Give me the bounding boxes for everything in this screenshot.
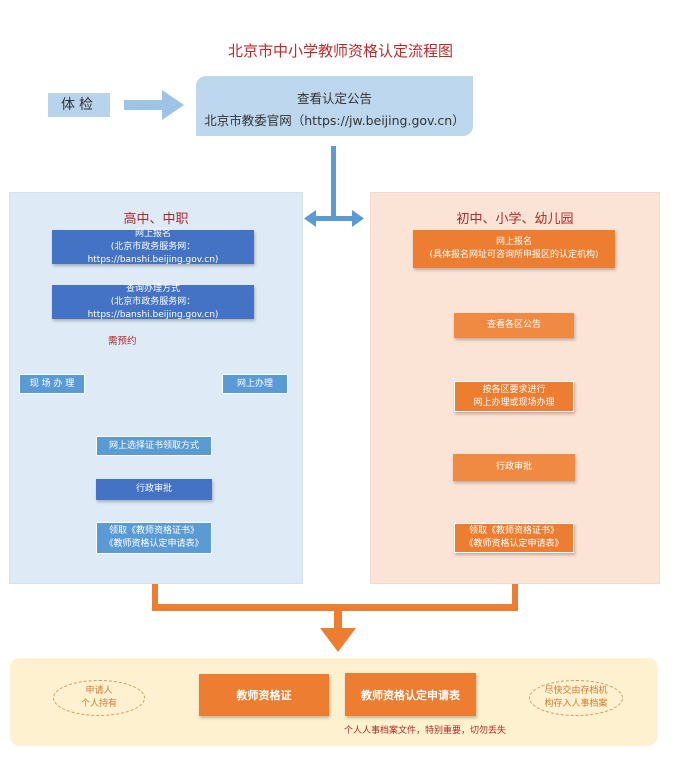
right-step-collect-documents: 领取《教师资格证书》 《教师资格认定申请表》 — [454, 523, 574, 553]
step-sublabel: 网上办理或现场办理 — [473, 397, 555, 408]
physical-exam-box: 体检 — [48, 93, 110, 117]
notice-website: 北京市教委官网（https://jw.beijing.gov.cn） — [204, 113, 465, 128]
left-branch-onsite: 现 场 办 理 — [19, 374, 85, 394]
step-label: 网上报名 — [495, 237, 532, 247]
archive-warning: 个人人事档案文件，特别重要，切勿丢失 — [344, 726, 507, 736]
right-step-district-process: 按各区要求进行 网上办理或现场办理 — [454, 381, 574, 412]
page-title: 北京市中小学教师资格认定流程图 — [227, 42, 453, 60]
ellipse-line: 构存入人事档案 — [544, 699, 608, 709]
archive-ellipse: 尽快交由存档机 构存入人事档案 — [529, 680, 623, 716]
step-label: 按各区要求进行 — [482, 384, 546, 395]
step-sublabel: (北京市政务服务网：https://banshi.beijing.gov.cn) — [87, 241, 219, 265]
appointment-note: 需预约 — [108, 336, 137, 347]
teacher-certificate-box: 教师资格证 — [199, 674, 329, 716]
ellipse-line: 申请人 — [85, 686, 113, 696]
left-step-online-registration: 网上报名 (北京市政务服务网：https://banshi.beijing.go… — [52, 228, 254, 265]
right-step-online-registration: 网上报名 (具体报名网址可咨询所申报区的认定机构) — [413, 230, 615, 268]
application-form-box: 教师资格认定申请表 — [345, 673, 476, 716]
step-label: 查询办理方式 — [125, 283, 180, 294]
left-step-collect-documents: 领取《教师资格证书》 《教师资格认定申请表》 — [96, 522, 212, 554]
step-sublabel: (具体报名网址可咨询所申报区的认定机构) — [429, 250, 599, 260]
step-sublabel: (北京市政务服务网：https://banshi.beijing.gov.cn) — [87, 296, 219, 320]
arrow-start-to-notice — [124, 90, 184, 120]
step-label: 领取《教师资格证书》 — [108, 526, 199, 536]
left-step-choose-pickup: 网上选择证书领取方式 — [96, 436, 212, 456]
ellipse-line: 尽快交由存档机 — [544, 686, 608, 696]
ellipse-line: 个人持有 — [80, 699, 117, 709]
step-sublabel: 《教师资格认定申请表》 — [104, 539, 204, 549]
notice-title: 查看认定公告 — [296, 91, 372, 106]
arrow-merge-to-results — [152, 578, 518, 652]
left-step-query-method: 查询办理方式 (北京市政务服务网：https://banshi.beijing.… — [52, 283, 254, 320]
notice-box: 查看认定公告 北京市教委官网（https://jw.beijing.gov.cn… — [196, 76, 473, 136]
arrow-notice-to-branches — [304, 146, 364, 227]
right-step-district-notice: 查看各区公告 — [454, 313, 574, 338]
applicant-holds-ellipse: 申请人 个人持有 — [53, 680, 145, 716]
panel-high-school-heading: 高中、中职 — [123, 212, 189, 227]
right-step-approval: 行政审批 — [453, 454, 575, 481]
panel-junior-heading: 初中、小学、幼儿园 — [456, 212, 574, 227]
step-label: 网上报名 — [134, 228, 171, 239]
left-branch-online: 网上办理 — [222, 374, 288, 394]
left-step-approval: 行政审批 — [96, 479, 212, 500]
step-label: 领取《教师资格证书》 — [468, 526, 559, 536]
step-sublabel: 《教师资格认定申请表》 — [464, 539, 564, 549]
